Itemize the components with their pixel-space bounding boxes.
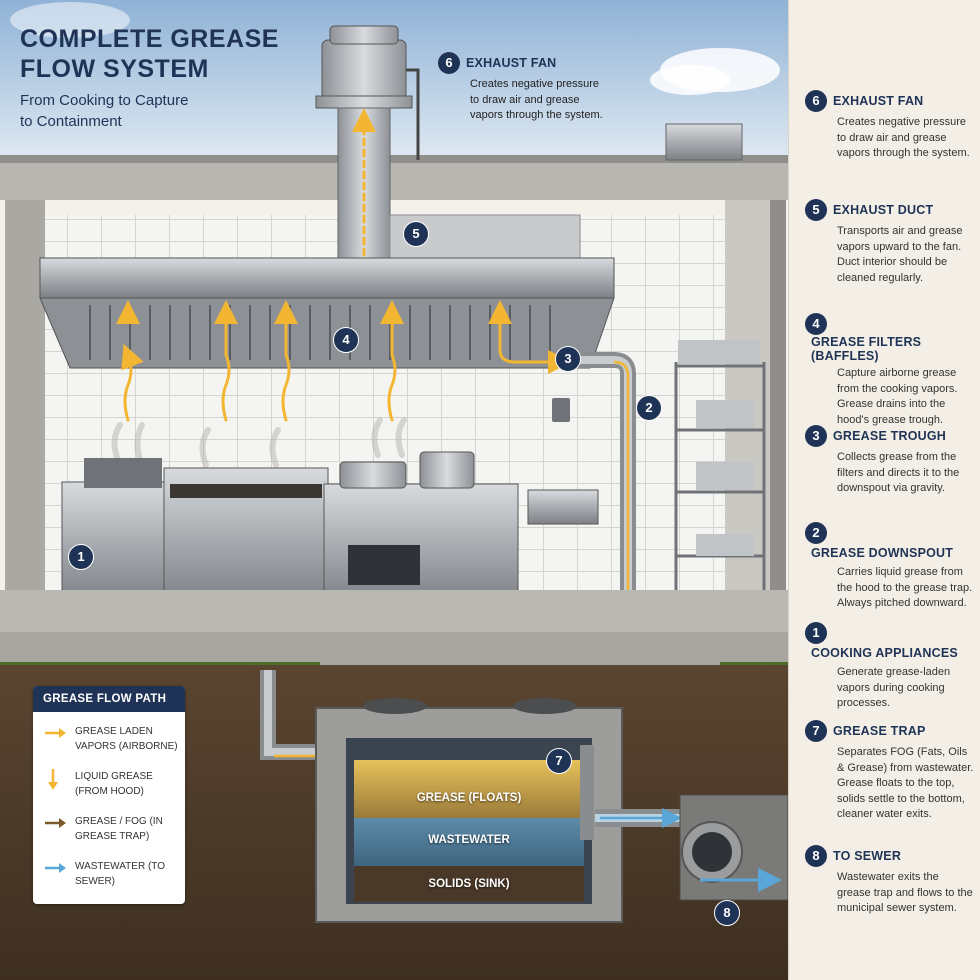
- flow-legend: GREASE FLOW PATH GREASE LADEN VAPORS (AI…: [33, 686, 185, 904]
- marker-exhaust-duct: 5: [403, 221, 429, 247]
- step-desc: Carries liquid grease from the hood to t…: [837, 566, 973, 609]
- marker-grease-downspout: 2: [636, 395, 662, 421]
- step-title: GREASE TROUGH: [833, 429, 947, 443]
- marker-grease-trough: 3: [555, 346, 581, 372]
- step-title: GREASE TRAP: [833, 724, 926, 738]
- step-grease-trough: 3 GREASE TROUGH Collects grease from the …: [805, 425, 975, 497]
- tank-label-wastewater: WASTEWATER: [428, 834, 510, 846]
- page-title: COMPLETE GREASE FLOW SYSTEM: [20, 25, 279, 83]
- arrow-right-icon: [45, 728, 66, 738]
- marker-grease-trap: 7: [546, 748, 572, 774]
- step-badge: 6: [805, 90, 827, 112]
- tank-label-grease: GREASE (FLOATS): [416, 792, 522, 804]
- step-exhaust-fan: 6 EXHAUST FAN Creates negative pressure t…: [805, 90, 975, 162]
- marker-to-sewer: 8: [714, 900, 740, 926]
- arrow-right-icon: [45, 818, 66, 828]
- arrow-down-icon: [48, 769, 58, 790]
- step-desc: Collects grease from the filters and dir…: [837, 451, 960, 494]
- steps-panel: 6 EXHAUST FAN Creates negative pressure t…: [788, 0, 980, 980]
- step-badge: 2: [805, 522, 827, 544]
- step-title: GREASE FILTERS (BAFFLES): [811, 335, 922, 363]
- step-badge: 8: [805, 845, 827, 867]
- step-badge: 6: [438, 52, 460, 74]
- marker-grease-filters: 4: [333, 327, 359, 353]
- legend-title: GREASE FLOW PATH: [33, 686, 185, 712]
- step-badge: 7: [805, 720, 827, 742]
- step-title: EXHAUST FAN: [466, 56, 557, 70]
- step-badge: 4: [805, 313, 827, 335]
- step-badge: 3: [805, 425, 827, 447]
- step-to-sewer: 8 TO SEWER Wastewater exits the grease tr…: [805, 845, 975, 917]
- exhaust-fan-callout: 6 EXHAUST FAN Creates negative pressure t…: [438, 52, 608, 124]
- step-desc: Creates negative pressure to draw air an…: [470, 78, 603, 121]
- step-desc: Wastewater exits the grease trap and flo…: [837, 871, 973, 914]
- step-badge: 1: [805, 622, 827, 644]
- marker-cooking-appliances: 1: [68, 544, 94, 570]
- step-title: GREASE DOWNSPOUT: [811, 545, 954, 560]
- step-cooking-appliances: 1COOKING APPLIANCES Generate grease-lade…: [805, 622, 975, 712]
- tank-label-solids: SOLIDS (SINK): [428, 878, 510, 890]
- step-title: EXHAUST DUCT: [833, 203, 934, 217]
- page-subtitle: From Cooking to Capture to Containment: [20, 92, 189, 130]
- step-desc: Creates negative pressure to draw air an…: [837, 116, 970, 159]
- step-title: TO SEWER: [833, 849, 902, 863]
- step-desc: Separates FOG (Fats, Oils & Grease) from…: [837, 746, 974, 820]
- step-desc: Transports air and grease vapors upward …: [837, 225, 963, 284]
- step-grease-downspout: 2GREASE DOWNSPOUT Carries liquid grease …: [805, 522, 975, 612]
- step-title: EXHAUST FAN: [833, 94, 924, 108]
- step-grease-filters: 4GREASE FILTERS (BAFFLES) Capture airbor…: [805, 313, 975, 428]
- step-title: COOKING APPLIANCES: [811, 645, 958, 660]
- step-badge: 5: [805, 199, 827, 221]
- step-grease-trap: 7 GREASE TRAP Separates FOG (Fats, Oils &…: [805, 720, 975, 823]
- step-desc: Capture airborne grease from the cooking…: [837, 367, 958, 426]
- step-desc: Generate grease-laden vapors during cook…: [837, 666, 951, 709]
- arrow-right-icon: [45, 863, 66, 873]
- step-exhaust-duct: 5 EXHAUST DUCT Transports air and grease …: [805, 199, 975, 286]
